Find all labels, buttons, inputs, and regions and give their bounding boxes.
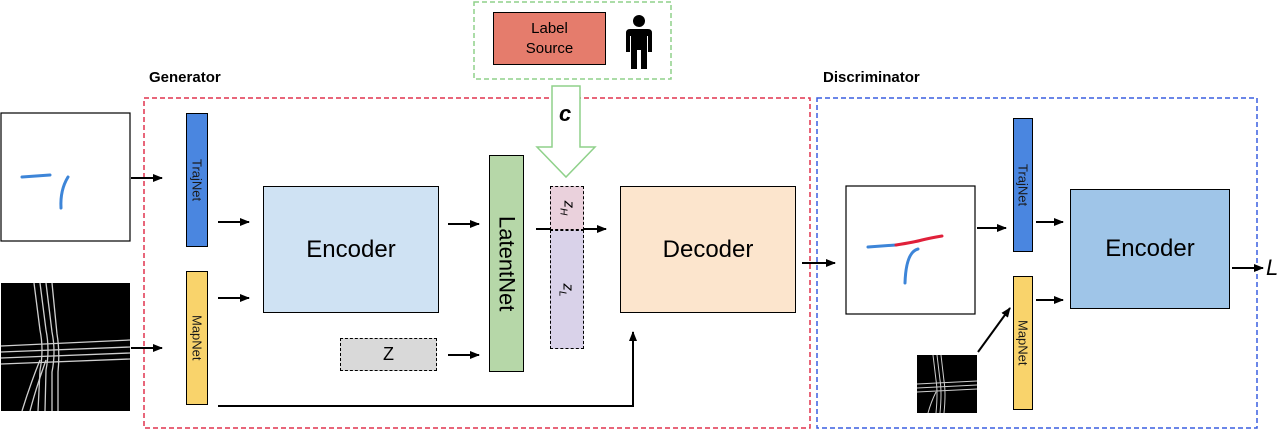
latent-code-zh: zH [550,186,584,230]
generator-title: Generator [149,69,221,86]
discriminator-trajnet-label: TrajNet [1015,163,1031,207]
latentnet-block: LatentNet [489,155,524,372]
decoder-block: Decoder [620,186,796,313]
generator-trajnet-label: TrajNet [189,158,205,202]
discriminator-border [816,97,1258,429]
generator-trajnet-block: TrajNet [186,113,208,247]
label-source-text: Label Source [525,19,574,57]
road-map-image-icon [0,282,131,412]
condition-arrow [535,85,597,179]
generator-encoder-label: Encoder [306,235,396,263]
discriminator-title: Discriminator [823,69,920,86]
latentnet-label: LatentNet [494,215,520,312]
noise-z-block: Z [340,338,437,371]
discriminator-output-label: L [1266,255,1279,280]
person-icon [626,15,652,69]
latent-code-zl-subscript: L [557,290,568,297]
generated-trajectory-image-icon [845,185,976,315]
generator-border [143,97,811,429]
discriminator-mapnet-label: MapNet [1015,320,1031,366]
generator-mapnet-label: MapNet [189,315,205,361]
latent-code-zh-subscript: H [556,208,568,216]
small-road-map-image-icon [916,354,978,414]
generator-encoder-block: Encoder [263,186,439,313]
trajectory-image-icon [0,112,131,242]
label-source-box: Label Source [493,12,606,65]
decoder-label: Decoder [662,235,754,263]
condition-label: c [559,101,572,126]
generator-mapnet-block: MapNet [186,271,208,405]
discriminator-mapnet-block: MapNet [1013,276,1033,410]
latent-code-zl-label: z [560,282,577,291]
label-source-border [473,1,672,80]
latent-code-zh-label: z [559,200,577,209]
discriminator-encoder-block: Encoder [1070,189,1230,309]
noise-z-label: Z [383,344,394,364]
discriminator-encoder-label: Encoder [1105,235,1195,262]
discriminator-trajnet-block: TrajNet [1013,118,1033,252]
latent-code-zl: zL [550,230,584,349]
